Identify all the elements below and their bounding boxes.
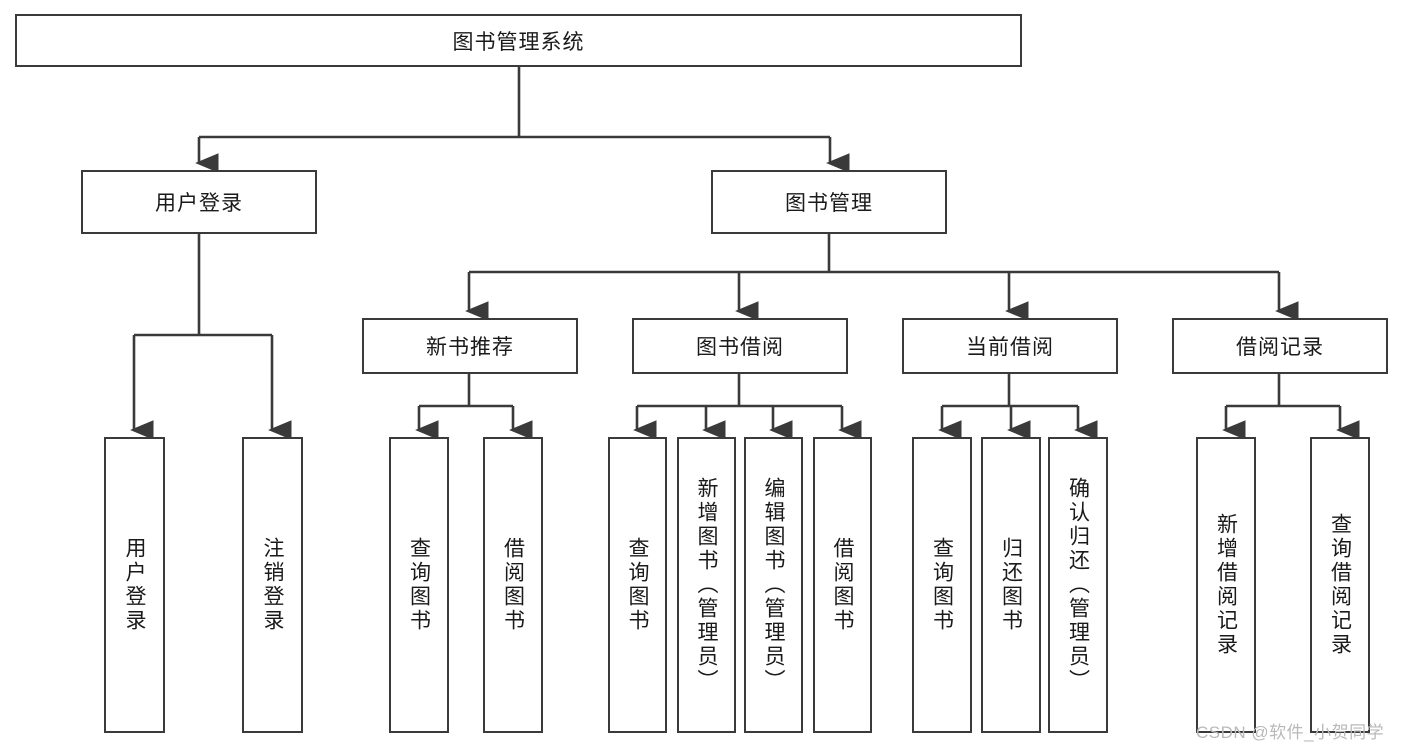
node-leaf-add-book-label: 新增图书（管理员）	[695, 477, 718, 693]
node-leaf-query-record[interactable]: 查询借阅记录	[1310, 437, 1370, 733]
node-leaf-logout[interactable]: 注销登录	[242, 437, 303, 733]
node-leaf-add-record[interactable]: 新增借阅记录	[1196, 437, 1256, 733]
node-book-management-label: 图书管理	[785, 192, 873, 215]
node-borrow-record[interactable]: 借阅记录	[1172, 318, 1388, 374]
node-leaf-add-book[interactable]: 新增图书（管理员）	[677, 437, 736, 733]
node-leaf-add-record-label: 新增借阅记录	[1214, 513, 1238, 657]
node-new-book-recommend[interactable]: 新书推荐	[362, 318, 578, 374]
node-leaf-query-book-current[interactable]: 查询图书	[912, 437, 972, 733]
node-new-book-recommend-label: 新书推荐	[426, 336, 514, 359]
node-leaf-query-book-borrow[interactable]: 查询图书	[608, 437, 667, 733]
node-leaf-return-book-label: 归还图书	[999, 537, 1023, 633]
node-root[interactable]: 图书管理系统	[15, 14, 1022, 67]
node-leaf-user-login-label: 用户登录	[123, 537, 146, 633]
node-leaf-borrow-book[interactable]: 借阅图书	[813, 437, 872, 733]
node-leaf-logout-label: 注销登录	[261, 537, 284, 633]
node-user-login[interactable]: 用户登录	[81, 170, 317, 234]
node-leaf-borrow-book-rec[interactable]: 借阅图书	[483, 437, 543, 733]
node-leaf-edit-book-label: 编辑图书（管理员）	[762, 477, 785, 693]
node-book-borrow[interactable]: 图书借阅	[632, 318, 848, 374]
node-leaf-query-book-current-label: 查询图书	[930, 537, 954, 633]
node-leaf-confirm-return-label: 确认归还（管理员）	[1066, 477, 1090, 693]
node-leaf-borrow-book-label: 借阅图书	[831, 537, 854, 633]
csdn-watermark: CSDN @软件_小贺同学	[1196, 723, 1385, 742]
node-leaf-query-record-label: 查询借阅记录	[1328, 513, 1352, 657]
node-root-label: 图书管理系统	[452, 30, 585, 54]
node-current-borrow[interactable]: 当前借阅	[902, 318, 1118, 374]
node-leaf-query-book-rec-label: 查询图书	[407, 537, 431, 633]
node-book-management[interactable]: 图书管理	[711, 170, 947, 234]
node-leaf-confirm-return[interactable]: 确认归还（管理员）	[1048, 437, 1108, 733]
node-leaf-return-book[interactable]: 归还图书	[981, 437, 1041, 733]
node-leaf-edit-book[interactable]: 编辑图书（管理员）	[744, 437, 803, 733]
node-user-login-label: 用户登录	[155, 192, 243, 215]
node-borrow-record-label: 借阅记录	[1236, 336, 1324, 359]
node-book-borrow-label: 图书借阅	[696, 336, 784, 359]
node-current-borrow-label: 当前借阅	[966, 336, 1054, 359]
node-leaf-query-book-rec[interactable]: 查询图书	[389, 437, 449, 733]
node-leaf-user-login[interactable]: 用户登录	[104, 437, 165, 733]
node-leaf-query-book-borrow-label: 查询图书	[626, 537, 649, 633]
node-leaf-borrow-book-rec-label: 借阅图书	[501, 537, 525, 633]
